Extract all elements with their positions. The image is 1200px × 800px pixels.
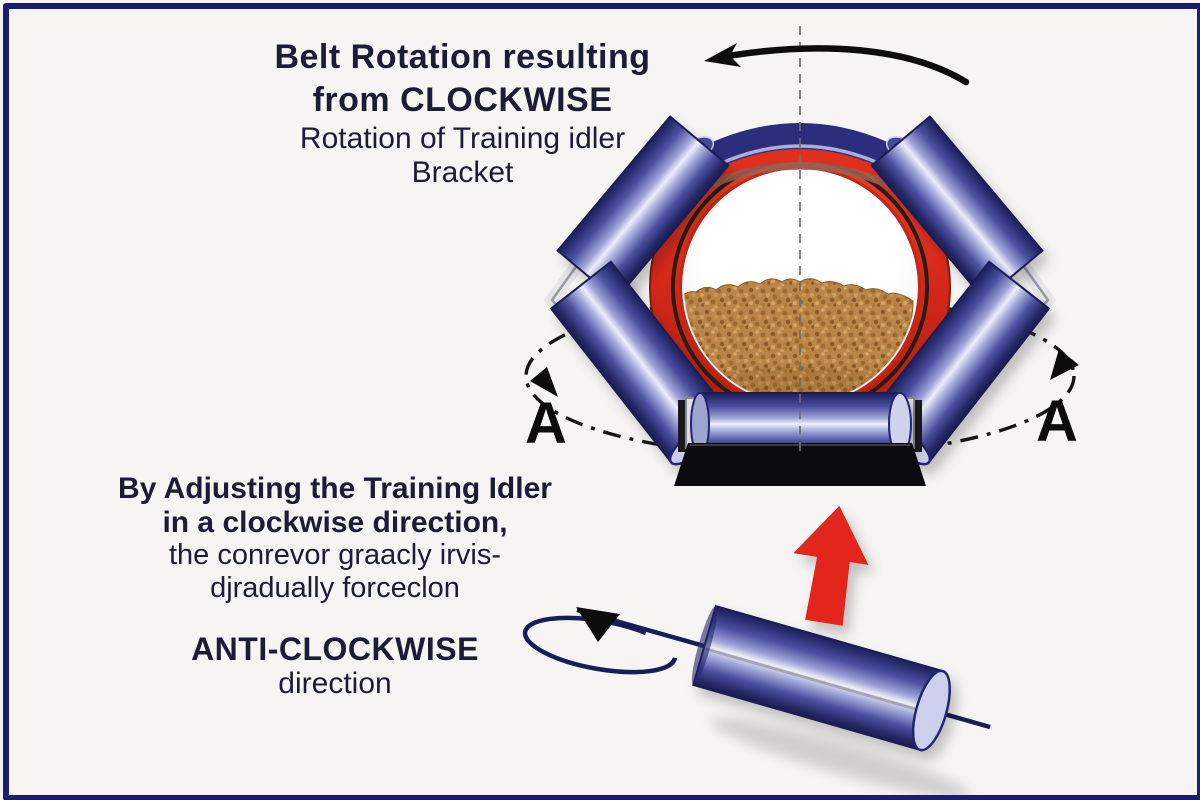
title-line-4: Bracket [411, 155, 514, 189]
base-bracket [674, 443, 926, 486]
bottom-roller-assembly [674, 392, 926, 486]
idler-roller [691, 604, 951, 752]
training-idler-assembly [522, 505, 991, 799]
rotation-arrowhead-icon [576, 607, 620, 642]
left-note-line-4: djradually forceclon [210, 571, 460, 604]
belt-rotation-arrow-icon [704, 43, 970, 86]
section-label-right: A [1036, 389, 1078, 454]
lift-arrow-icon [793, 505, 869, 626]
left-note-line-2: in a clockwise direction, [162, 505, 508, 539]
right-section-arrow-icon [1050, 349, 1079, 380]
anticlockwise-label: ANTI-CLOCKWISE [191, 631, 479, 667]
title-line-3: Rotation of Training idler [299, 121, 626, 155]
left-note-block: By Adjusting the Training Idler in a clo… [70, 472, 600, 604]
roller-upper-right [870, 115, 1044, 301]
title-line-1: Belt Rotation resulting [274, 38, 651, 76]
title-block: Belt Rotation resulting from CLOCKWISE R… [200, 36, 725, 189]
section-label-left: A [525, 391, 567, 456]
left-section-arrow-icon [530, 367, 558, 397]
roller-upper-left [556, 115, 730, 301]
title-line-2: from CLOCKWISE [312, 80, 613, 119]
direction-label: direction [278, 667, 392, 701]
left-note-line-1: By Adjusting the Training Idler [118, 472, 552, 505]
anticlockwise-block: ANTI-CLOCKWISE direction [70, 631, 600, 702]
left-note-line-3: the conrevor graacly irvis- [169, 539, 501, 572]
